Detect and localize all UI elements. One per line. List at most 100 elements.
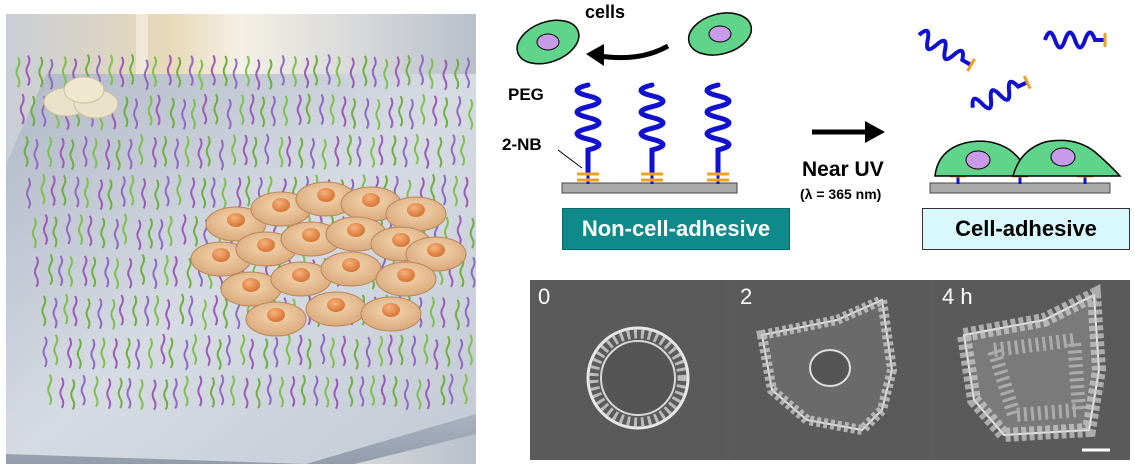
time-label-2: 2 [740,284,753,309]
spread-cell-2 [1012,139,1122,177]
polymer-strand [172,378,178,410]
polymer-strand [433,339,439,371]
polymer-strand [165,299,171,331]
cell [305,291,367,327]
polymer-strand [154,179,160,211]
cell [320,251,382,287]
polymer-strand [450,134,456,166]
polymer-strand [163,254,169,286]
polymer-strand [420,93,426,125]
polymer-strand [77,214,83,246]
polymer-strand [143,59,149,91]
polymer-strand [230,375,236,407]
polymer-strand [129,53,135,85]
polymer-strand [61,55,67,87]
polymer-strand [82,255,88,287]
polymer-strand [309,137,315,169]
polymer-strand [181,213,187,245]
substrate-right [929,182,1111,194]
polymer-strand [174,138,180,170]
polymer-strand [151,379,157,411]
polymer-strand [129,174,135,206]
micrograph-panel-4h: 4 h [934,280,1130,460]
peg-chain [638,82,666,184]
polymer-strand [162,135,168,167]
polymer-strand [141,177,147,209]
polymer-strand [470,256,476,288]
polymer-strand [123,96,129,128]
polymer-strand [198,59,204,91]
polymer-strand [166,54,172,86]
polymer-strand [245,175,251,207]
polymer-strand [442,59,448,91]
polymer-strand [285,334,291,366]
polymer-strand [160,333,166,365]
polymer-strand [110,298,116,330]
polymer-strand [305,93,311,125]
polymer-strand [76,338,82,370]
non-cell-adhesive-label: Non-cell-adhesive [562,208,790,250]
polymer-strand [249,93,255,125]
polymer-strand [117,377,123,409]
polymer-strand [26,177,32,209]
polymer-strand [48,58,54,90]
polymer-strand [163,379,169,411]
polymer-strand [85,298,91,330]
polymer-strand [104,256,110,288]
polymer-strand [48,253,54,285]
polymer-strand [100,337,106,369]
polymer-strand [169,97,175,129]
polymer-strand [136,219,142,251]
polymer-strand [38,56,44,88]
polymer-strand [118,294,124,326]
polymer-strand [392,375,398,407]
polymer-strand [167,215,173,247]
floating-cells [43,76,119,119]
polymer-strand [423,333,429,365]
polymer-strand [190,98,196,130]
polymer-strand [93,375,99,407]
polymer-strand [192,333,198,365]
polymer-strand [98,179,104,211]
polymer-strand [147,95,153,127]
polymer-strand [313,375,319,407]
polymer-strand [126,377,132,409]
polymer-strand [353,338,359,370]
polymer-strand [41,295,47,327]
peg-label: PEG [508,85,544,104]
released-peg-chain [917,28,976,72]
polymer-strand [383,58,389,90]
polymer-strand [100,217,106,249]
cell [245,301,307,337]
micrograph-panel-0h: 0 [530,280,726,460]
polymer-strand [341,95,347,128]
polymer-strand [47,136,53,168]
polymer-strand [464,57,470,89]
polymer-strand [52,216,58,248]
polymer-strand [108,54,114,86]
cell-left-top [516,19,580,65]
polymer-strand [240,334,246,366]
polymer-strand [279,54,285,86]
polymer-strand [69,139,75,171]
polymer-strand [92,137,98,169]
polymer-strand [132,295,138,327]
polymer-strand [469,217,475,249]
polymer-strand [356,135,362,168]
polymer-strand [221,177,227,209]
polymer-strand [133,98,138,130]
polymer-strand [210,176,216,209]
polymer-strand [168,337,174,369]
polymer-strand [30,95,36,127]
polymer-strand [138,133,144,165]
polymer-strand [282,95,288,127]
polymer-strand [188,55,194,87]
polymer-strand [398,95,404,127]
released-peg-chain [1043,30,1107,50]
micrograph-image-4h [934,280,1130,460]
micrograph-strip: 0 2 4 h [530,280,1130,460]
polymer-strand [456,95,462,127]
released-peg-chain [970,75,1032,111]
polymer-strand [416,379,422,411]
polymer-strand [127,138,133,170]
